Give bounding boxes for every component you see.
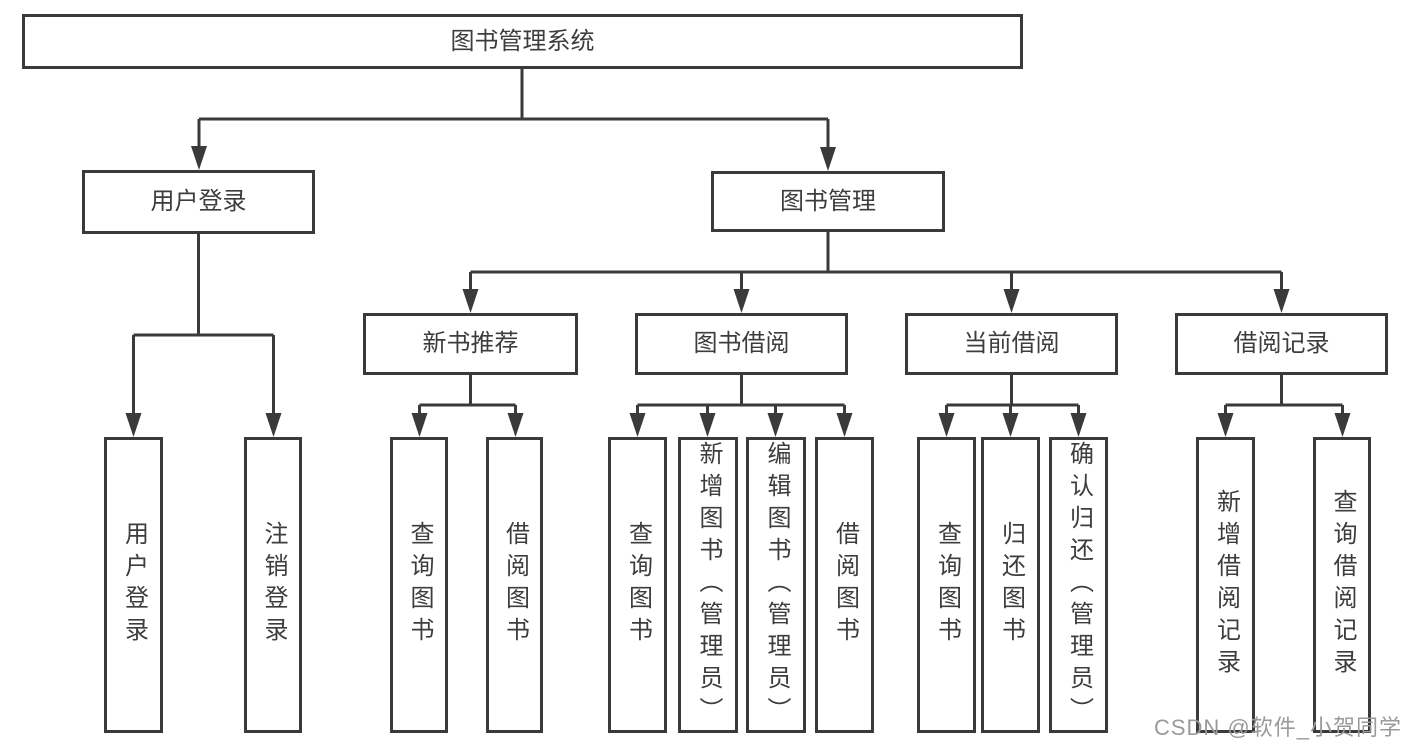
- arrowhead: [191, 146, 207, 170]
- node-borrow-records: 借阅记录: [1175, 313, 1388, 375]
- node-user-login: 用户登录: [82, 170, 315, 234]
- node-label: 借阅图书: [501, 521, 529, 649]
- arrowhead: [767, 413, 784, 437]
- node-label: 图书管理系统: [450, 27, 595, 55]
- node-label: 注销登录: [260, 521, 287, 649]
- leaf-current-confirm-return-admin: 确认归还（管理员）: [1049, 437, 1108, 733]
- leaf-recommend-borrow-books: 借阅图书: [486, 437, 543, 733]
- arrowhead: [1334, 413, 1351, 437]
- node-book-borrow: 图书借阅: [635, 313, 848, 375]
- node-new-book-recommend: 新书推荐: [363, 313, 578, 375]
- arrowhead: [1002, 413, 1019, 437]
- arrowhead: [938, 413, 955, 437]
- arrowhead: [1003, 289, 1020, 313]
- arrowhead: [125, 413, 142, 437]
- arrowhead: [629, 413, 646, 437]
- arrowhead: [1070, 413, 1087, 437]
- node-current-borrow: 当前借阅: [905, 313, 1118, 375]
- node-label: 确认归还（管理员）: [1065, 441, 1093, 729]
- node-book-management: 图书管理: [711, 171, 945, 232]
- node-label: 编辑图书（管理员）: [763, 441, 790, 729]
- node-label: 查询图书: [624, 521, 652, 649]
- node-label: 新增图书（管理员）: [695, 441, 722, 729]
- watermark: CSDN @软件_小贺同学: [1153, 715, 1402, 740]
- arrowhead: [733, 289, 750, 313]
- arrowhead: [699, 413, 716, 437]
- node-label: 用户登录: [120, 521, 148, 649]
- arrowhead: [836, 413, 853, 437]
- arrowhead: [820, 147, 836, 171]
- node-label: 查询图书: [406, 521, 433, 649]
- arrowhead: [265, 413, 282, 437]
- node-label: 查询图书: [933, 521, 961, 649]
- node-label: 借阅记录: [1233, 330, 1330, 357]
- leaf-borrow-borrow-books: 借阅图书: [815, 437, 874, 733]
- node-label: 新增借阅记录: [1212, 489, 1240, 681]
- node-label: 图书管理: [780, 187, 876, 215]
- arrowhead: [462, 289, 479, 313]
- leaf-current-query-books: 查询图书: [917, 437, 976, 733]
- leaf-recommend-query-books: 查询图书: [390, 437, 448, 733]
- node-label: 新书推荐: [422, 330, 519, 357]
- leaf-logout: 注销登录: [244, 437, 302, 733]
- leaf-current-return-books: 归还图书: [981, 437, 1040, 733]
- arrowhead: [507, 413, 524, 437]
- node-label: 归还图书: [997, 521, 1025, 649]
- arrowhead: [1217, 413, 1234, 437]
- node-label: 借阅图书: [831, 521, 859, 649]
- leaf-user-login: 用户登录: [104, 437, 163, 733]
- arrowhead: [1273, 289, 1290, 313]
- leaf-borrow-add-books-admin: 新增图书（管理员）: [678, 437, 738, 733]
- node-label: 查询借阅记录: [1329, 489, 1356, 681]
- leaf-borrow-query-books: 查询图书: [608, 437, 667, 733]
- arrowhead: [411, 413, 428, 437]
- leaf-records-query-record: 查询借阅记录: [1313, 437, 1371, 733]
- node-label: 图书借阅: [693, 330, 790, 357]
- connector-lines: [132, 68, 1344, 416]
- node-label: 当前借阅: [963, 330, 1060, 357]
- node-label: 用户登录: [150, 188, 247, 215]
- node-library-system: 图书管理系统: [22, 14, 1023, 69]
- leaf-records-add-record: 新增借阅记录: [1196, 437, 1255, 733]
- leaf-borrow-edit-books-admin: 编辑图书（管理员）: [746, 437, 806, 733]
- arrowheads: [125, 146, 1351, 437]
